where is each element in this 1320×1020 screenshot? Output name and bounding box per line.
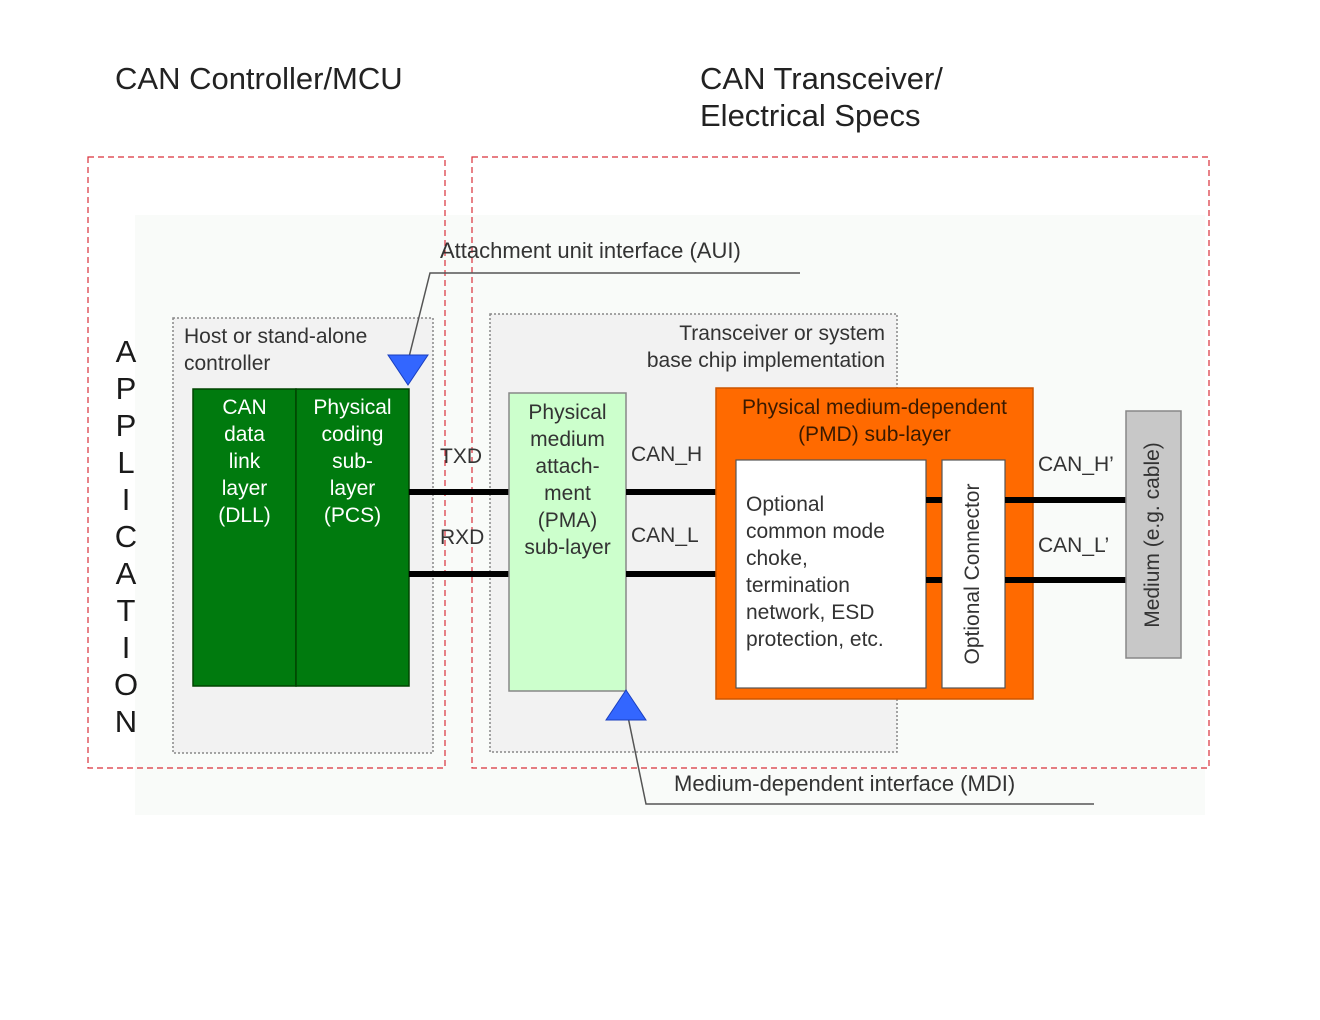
pma-text-line: medium <box>530 428 605 451</box>
application-letter: N <box>114 704 138 739</box>
controller-header: CAN Controller/MCU <box>115 61 403 96</box>
rxd-label: RXD <box>440 526 485 549</box>
pma-block-text: Physical medium attach- ment (PMA) sub-l… <box>509 399 626 561</box>
txd-label: TXD <box>440 445 482 468</box>
pmd-title-line1: Physical medium-dependent <box>742 396 1007 419</box>
mcu-region-frame <box>87 156 446 769</box>
application-letter: A <box>115 334 137 369</box>
host-box-title-line1: Host or stand-alone <box>184 325 368 348</box>
can-l-label: CAN_L <box>631 524 699 547</box>
dll-block-text: CAN data link layer (DLL) <box>193 394 296 529</box>
can-l-prime-label: CAN_L’ <box>1038 534 1110 557</box>
application-letter: C <box>114 519 138 554</box>
application-letter: L <box>117 445 135 480</box>
pcs-text-line: Physical <box>313 396 392 419</box>
application-letter: A <box>115 556 137 591</box>
choke-text-line: common mode <box>746 520 885 543</box>
pcs-block-text: Physical coding sub- layer (PCS) <box>296 394 409 529</box>
dll-block <box>192 388 297 687</box>
dll-text-line: layer <box>221 477 268 500</box>
mdi-label: Medium-dependent interface (MDI) <box>674 771 1016 796</box>
host-box-title-line2: controller <box>184 352 271 375</box>
application-letter: I <box>121 482 131 517</box>
choke-block <box>735 459 927 689</box>
dll-text-line: (DLL) <box>218 504 271 527</box>
pma-text-line: (PMA) <box>537 509 598 532</box>
can-h-prime-label: CAN_H’ <box>1038 453 1114 476</box>
application-label: A P P L I C A T I O N <box>108 333 144 740</box>
pma-text-line: Physical <box>528 401 607 424</box>
choke-text-line: network, ESD <box>746 601 875 624</box>
dll-text-line: link <box>228 450 261 473</box>
pma-text-line: sub-layer <box>524 536 611 559</box>
application-letter: P <box>115 371 137 406</box>
application-letter: T <box>116 593 136 628</box>
pmd-block-title: Physical medium-dependent (PMD) sub-laye… <box>716 394 1033 448</box>
aui-label: Attachment unit interface (AUI) <box>440 238 741 263</box>
application-letter: I <box>121 630 131 665</box>
medium-block <box>1125 410 1182 659</box>
pma-text-line: ment <box>544 482 591 505</box>
pcs-text-line: (PCS) <box>323 504 382 527</box>
pma-block <box>508 392 627 692</box>
pcs-block <box>295 388 410 687</box>
transceiver-header-line1: CAN Transceiver/ <box>700 61 943 96</box>
pmd-title-line2: (PMD) sub-layer <box>798 423 951 446</box>
mdi-marker-icon <box>605 689 647 721</box>
mdi-leader-line <box>626 711 1094 805</box>
application-letter: P <box>115 408 137 443</box>
transceiver-region-frame <box>471 156 1210 769</box>
choke-text-line: Optional <box>746 493 825 516</box>
application-letter: O <box>113 667 139 702</box>
host-box-title: Host or stand-alone controller <box>184 323 367 377</box>
transceiver-box-title: Transceiver or system base chip implemen… <box>560 320 885 374</box>
can-h-label: CAN_H <box>631 443 703 466</box>
dll-text-line: CAN <box>222 396 267 419</box>
pma-text-line: attach- <box>535 455 600 478</box>
choke-text-line: protection, etc. <box>746 628 884 651</box>
medium-label: Medium (e.g. cable) <box>1141 442 1164 628</box>
connector-block <box>941 459 1006 689</box>
transceiver-box-title-line1: Transceiver or system <box>679 322 885 345</box>
pcs-text-line: coding <box>321 423 384 446</box>
choke-text-line: choke, <box>746 547 808 570</box>
aui-marker-icon <box>387 354 429 386</box>
choke-text-line: termination <box>746 574 850 597</box>
transceiver-box-title-line2: base chip implementation <box>646 349 885 372</box>
dll-text-line: data <box>224 423 265 446</box>
choke-block-text: Optional common mode choke, termination … <box>746 491 885 653</box>
transceiver-header: CAN Transceiver/ Electrical Specs <box>700 60 943 134</box>
aui-leader-line <box>406 272 800 366</box>
transceiver-header-line2: Electrical Specs <box>700 98 921 133</box>
pcs-text-line: layer <box>329 477 376 500</box>
connector-label: Optional Connector <box>961 483 984 665</box>
pcs-text-line: sub- <box>332 450 373 473</box>
